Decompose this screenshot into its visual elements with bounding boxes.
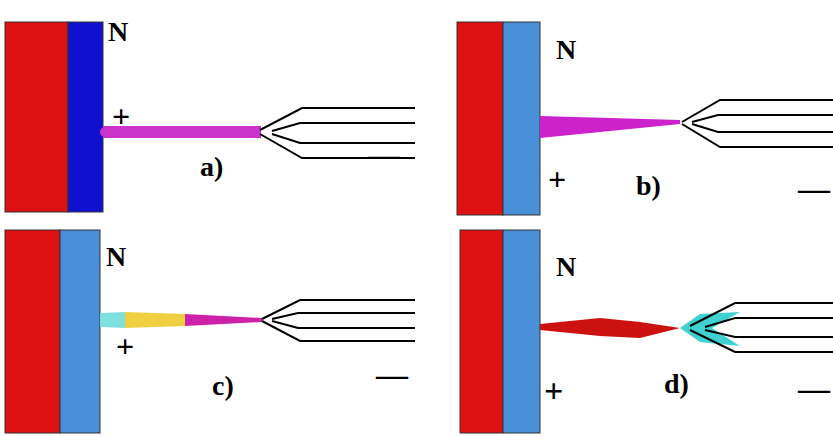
pole-letter: N bbox=[108, 18, 128, 46]
electrode bbox=[682, 100, 833, 122]
electrode bbox=[690, 303, 833, 326]
plasma-red bbox=[540, 318, 680, 338]
electrode bbox=[705, 330, 833, 337]
electrode bbox=[272, 321, 415, 328]
electrode bbox=[262, 300, 415, 319]
magnet-blue bbox=[68, 22, 103, 212]
polarity-sign: — bbox=[368, 138, 400, 170]
magnet-red bbox=[460, 230, 503, 433]
electrode bbox=[692, 115, 833, 122]
magnet-red bbox=[5, 22, 68, 212]
plasma-cyan bbox=[100, 312, 125, 328]
panel-d bbox=[460, 230, 833, 433]
panel-letter: b) bbox=[636, 172, 661, 200]
electrode bbox=[272, 313, 415, 319]
panel-a bbox=[5, 22, 415, 212]
plasma-cyan bbox=[680, 312, 740, 346]
magnet-blue bbox=[503, 230, 540, 433]
panel-letter: c) bbox=[212, 372, 234, 400]
plasma-wedge bbox=[540, 116, 680, 138]
electrode bbox=[692, 124, 833, 132]
electrode bbox=[682, 124, 833, 147]
magnet-blue bbox=[60, 230, 100, 433]
panel-letter: a) bbox=[200, 153, 223, 181]
electrode bbox=[272, 123, 415, 131]
pole-letter: N bbox=[106, 243, 126, 271]
polarity-sign: — bbox=[376, 358, 408, 390]
pole-letter: N bbox=[556, 253, 576, 281]
electrode bbox=[260, 108, 415, 130]
magnet-blue bbox=[503, 22, 540, 215]
electrode bbox=[262, 321, 415, 341]
plasma-spot bbox=[100, 127, 110, 137]
polarity-sign: + bbox=[112, 100, 130, 132]
magnet-red bbox=[457, 22, 503, 215]
polarity-sign: — bbox=[798, 372, 830, 404]
polarity-sign: + bbox=[544, 374, 563, 408]
electrode bbox=[690, 330, 833, 352]
panel-c bbox=[5, 230, 415, 433]
polarity-sign: + bbox=[116, 330, 134, 362]
electrode bbox=[705, 318, 833, 327]
pole-letter: N bbox=[556, 36, 576, 64]
polarity-sign: — bbox=[798, 172, 830, 204]
panel-letter: d) bbox=[664, 370, 689, 398]
panel-b bbox=[457, 22, 833, 215]
plasma-magenta bbox=[185, 314, 262, 326]
plasma-yellow bbox=[125, 312, 185, 328]
magnet-red bbox=[5, 230, 60, 433]
polarity-sign: + bbox=[548, 163, 566, 195]
